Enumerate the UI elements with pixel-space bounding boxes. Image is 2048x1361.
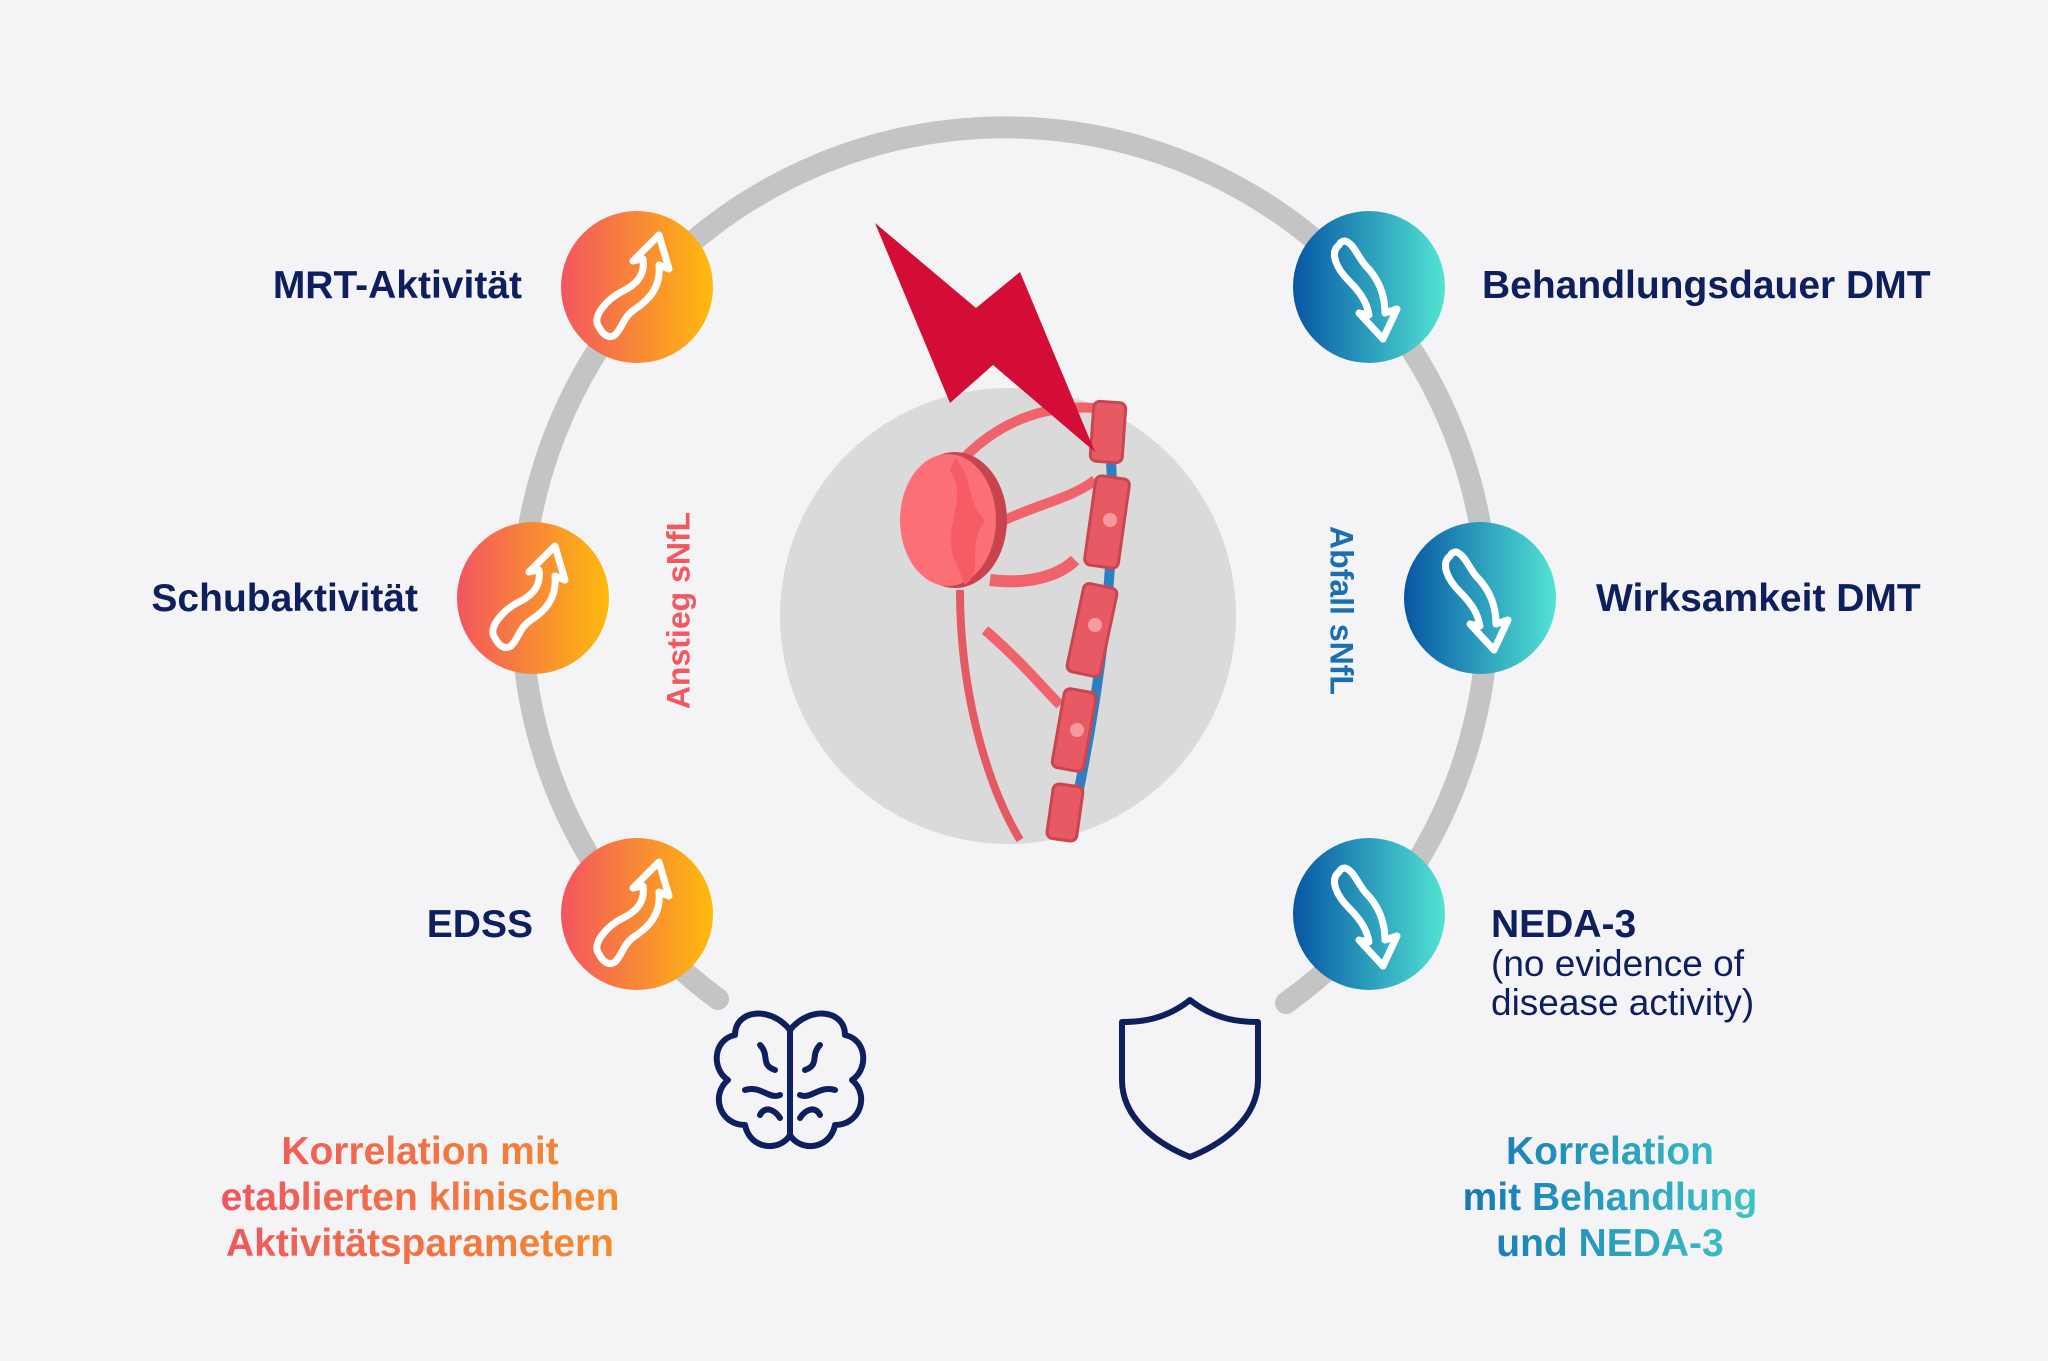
neuron-illustration xyxy=(900,399,1131,843)
bottom-left-line: Korrelation mit xyxy=(221,1129,620,1175)
label-mrt-aktivitaet: MRT-Aktivität xyxy=(272,264,522,307)
lightning-bolt xyxy=(875,223,1095,452)
label-neda-sub-1: (no evidence of xyxy=(1491,943,1745,984)
teal-circle-wirksamkeit xyxy=(1404,522,1556,674)
bottom-left-caption: Korrelation mit etablierten klinischen A… xyxy=(221,1129,620,1267)
label-anstieg-snfl: Anstieg sNfL xyxy=(660,511,697,710)
orange-circle-mrt xyxy=(561,211,713,363)
label-behandlungsdauer-dmt: Behandlungsdauer DMT xyxy=(1482,264,1931,307)
label-schubaktivitaet: Schubaktivität xyxy=(151,577,418,620)
bottom-right-line: mit Behandlung xyxy=(1462,1176,1758,1219)
center-backdrop xyxy=(780,388,1236,844)
label-edss: EDSS xyxy=(426,903,533,946)
label-neda-3: NEDA-3 xyxy=(1491,903,1637,946)
label-abfall-snfl: Abfall sNfL xyxy=(1323,526,1360,695)
label-wirksamkeit-dmt: Wirksamkeit DMT xyxy=(1596,577,1921,620)
teal-circle-neda xyxy=(1293,838,1445,990)
bottom-right-line: und NEDA-3 xyxy=(1463,1221,1758,1267)
shield-icon xyxy=(1119,997,1261,1160)
bottom-left-line: etablierten klinischen xyxy=(220,1176,620,1219)
orange-circle-edss xyxy=(561,838,713,990)
bottom-right-line: Korrelation xyxy=(1463,1129,1758,1175)
bottom-right-caption: Korrelation mit Behandlung und NEDA-3 xyxy=(1463,1129,1758,1267)
bottom-left-line: Aktivitätsparametern xyxy=(221,1221,620,1267)
teal-circle-behandlungsdauer xyxy=(1293,211,1445,363)
brain-icon xyxy=(713,1010,867,1150)
orange-circle-schub xyxy=(457,522,609,674)
label-neda-sub-2: disease activity) xyxy=(1491,982,1755,1023)
